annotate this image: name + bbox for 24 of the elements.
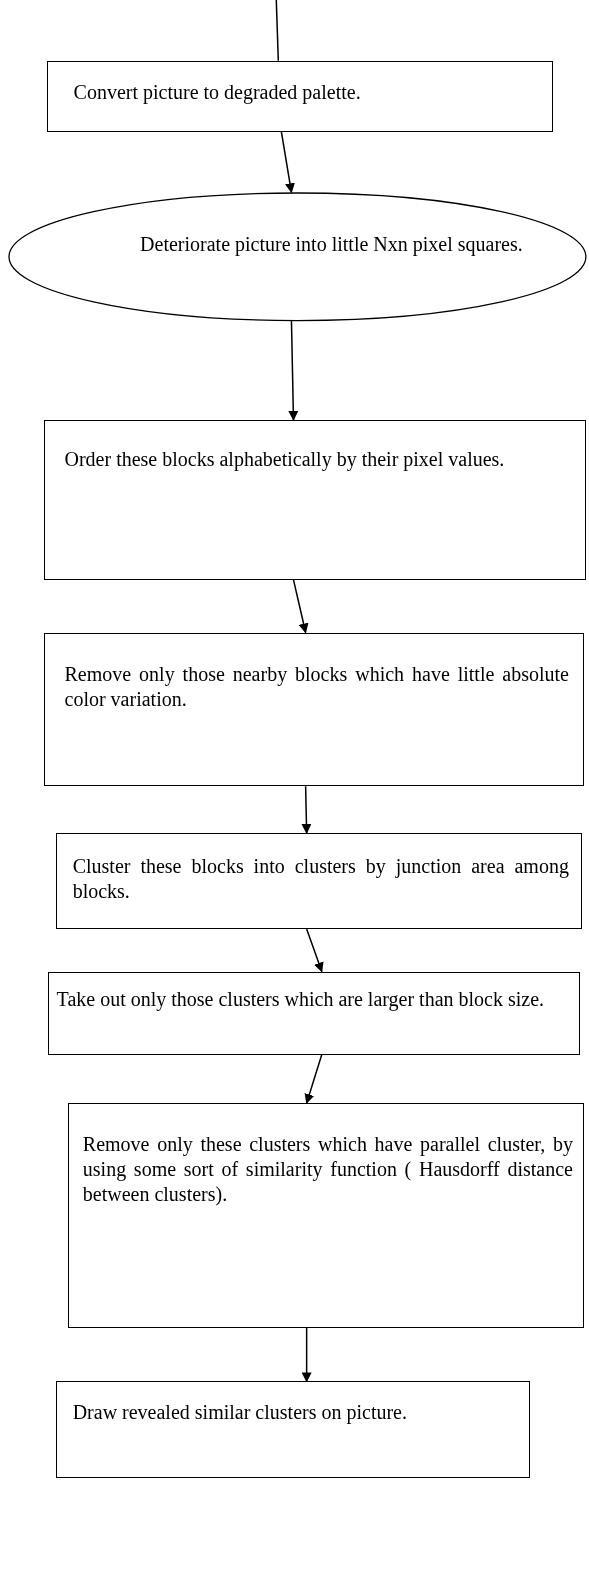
arrow: [305, 928, 324, 973]
process-box: [43, 420, 586, 580]
step-text: Take out only those clusters which are larger than block size.: [56, 986, 546, 1012]
step-text: Draw revealed similar clusters on picture.: [72, 1400, 408, 1426]
step-text: Order these blocks alphabetically by their pixel values.: [64, 447, 506, 472]
arrow: [288, 320, 299, 421]
process-ellipse: [8, 192, 587, 322]
process-box: [55, 832, 582, 930]
arrow: [292, 579, 309, 634]
arrow: [304, 1053, 323, 1105]
arrow: [280, 130, 295, 194]
arrow: [301, 785, 312, 834]
step-text: Deteriorate picture into little Nxn pixel squares.: [140, 232, 524, 258]
arrow: [301, 1327, 312, 1383]
step-text: Remove only these clusters which have parallel cluster, by using some sort of similarity function ( Hausdorff distance between clusters).: [82, 1132, 573, 1208]
process-box: [46, 60, 553, 132]
step-text: Remove only those nearby blocks which have little absolute color variation.: [64, 661, 569, 712]
process-box: [47, 971, 580, 1055]
connector-line: [275, 0, 280, 62]
step-text: Cluster these blocks into clusters by junction area among blocks.: [72, 853, 569, 904]
process-box: [43, 632, 584, 787]
process-box: [67, 1103, 584, 1328]
step-text: Convert picture to degraded palette.: [73, 79, 362, 105]
process-box: [55, 1381, 531, 1478]
